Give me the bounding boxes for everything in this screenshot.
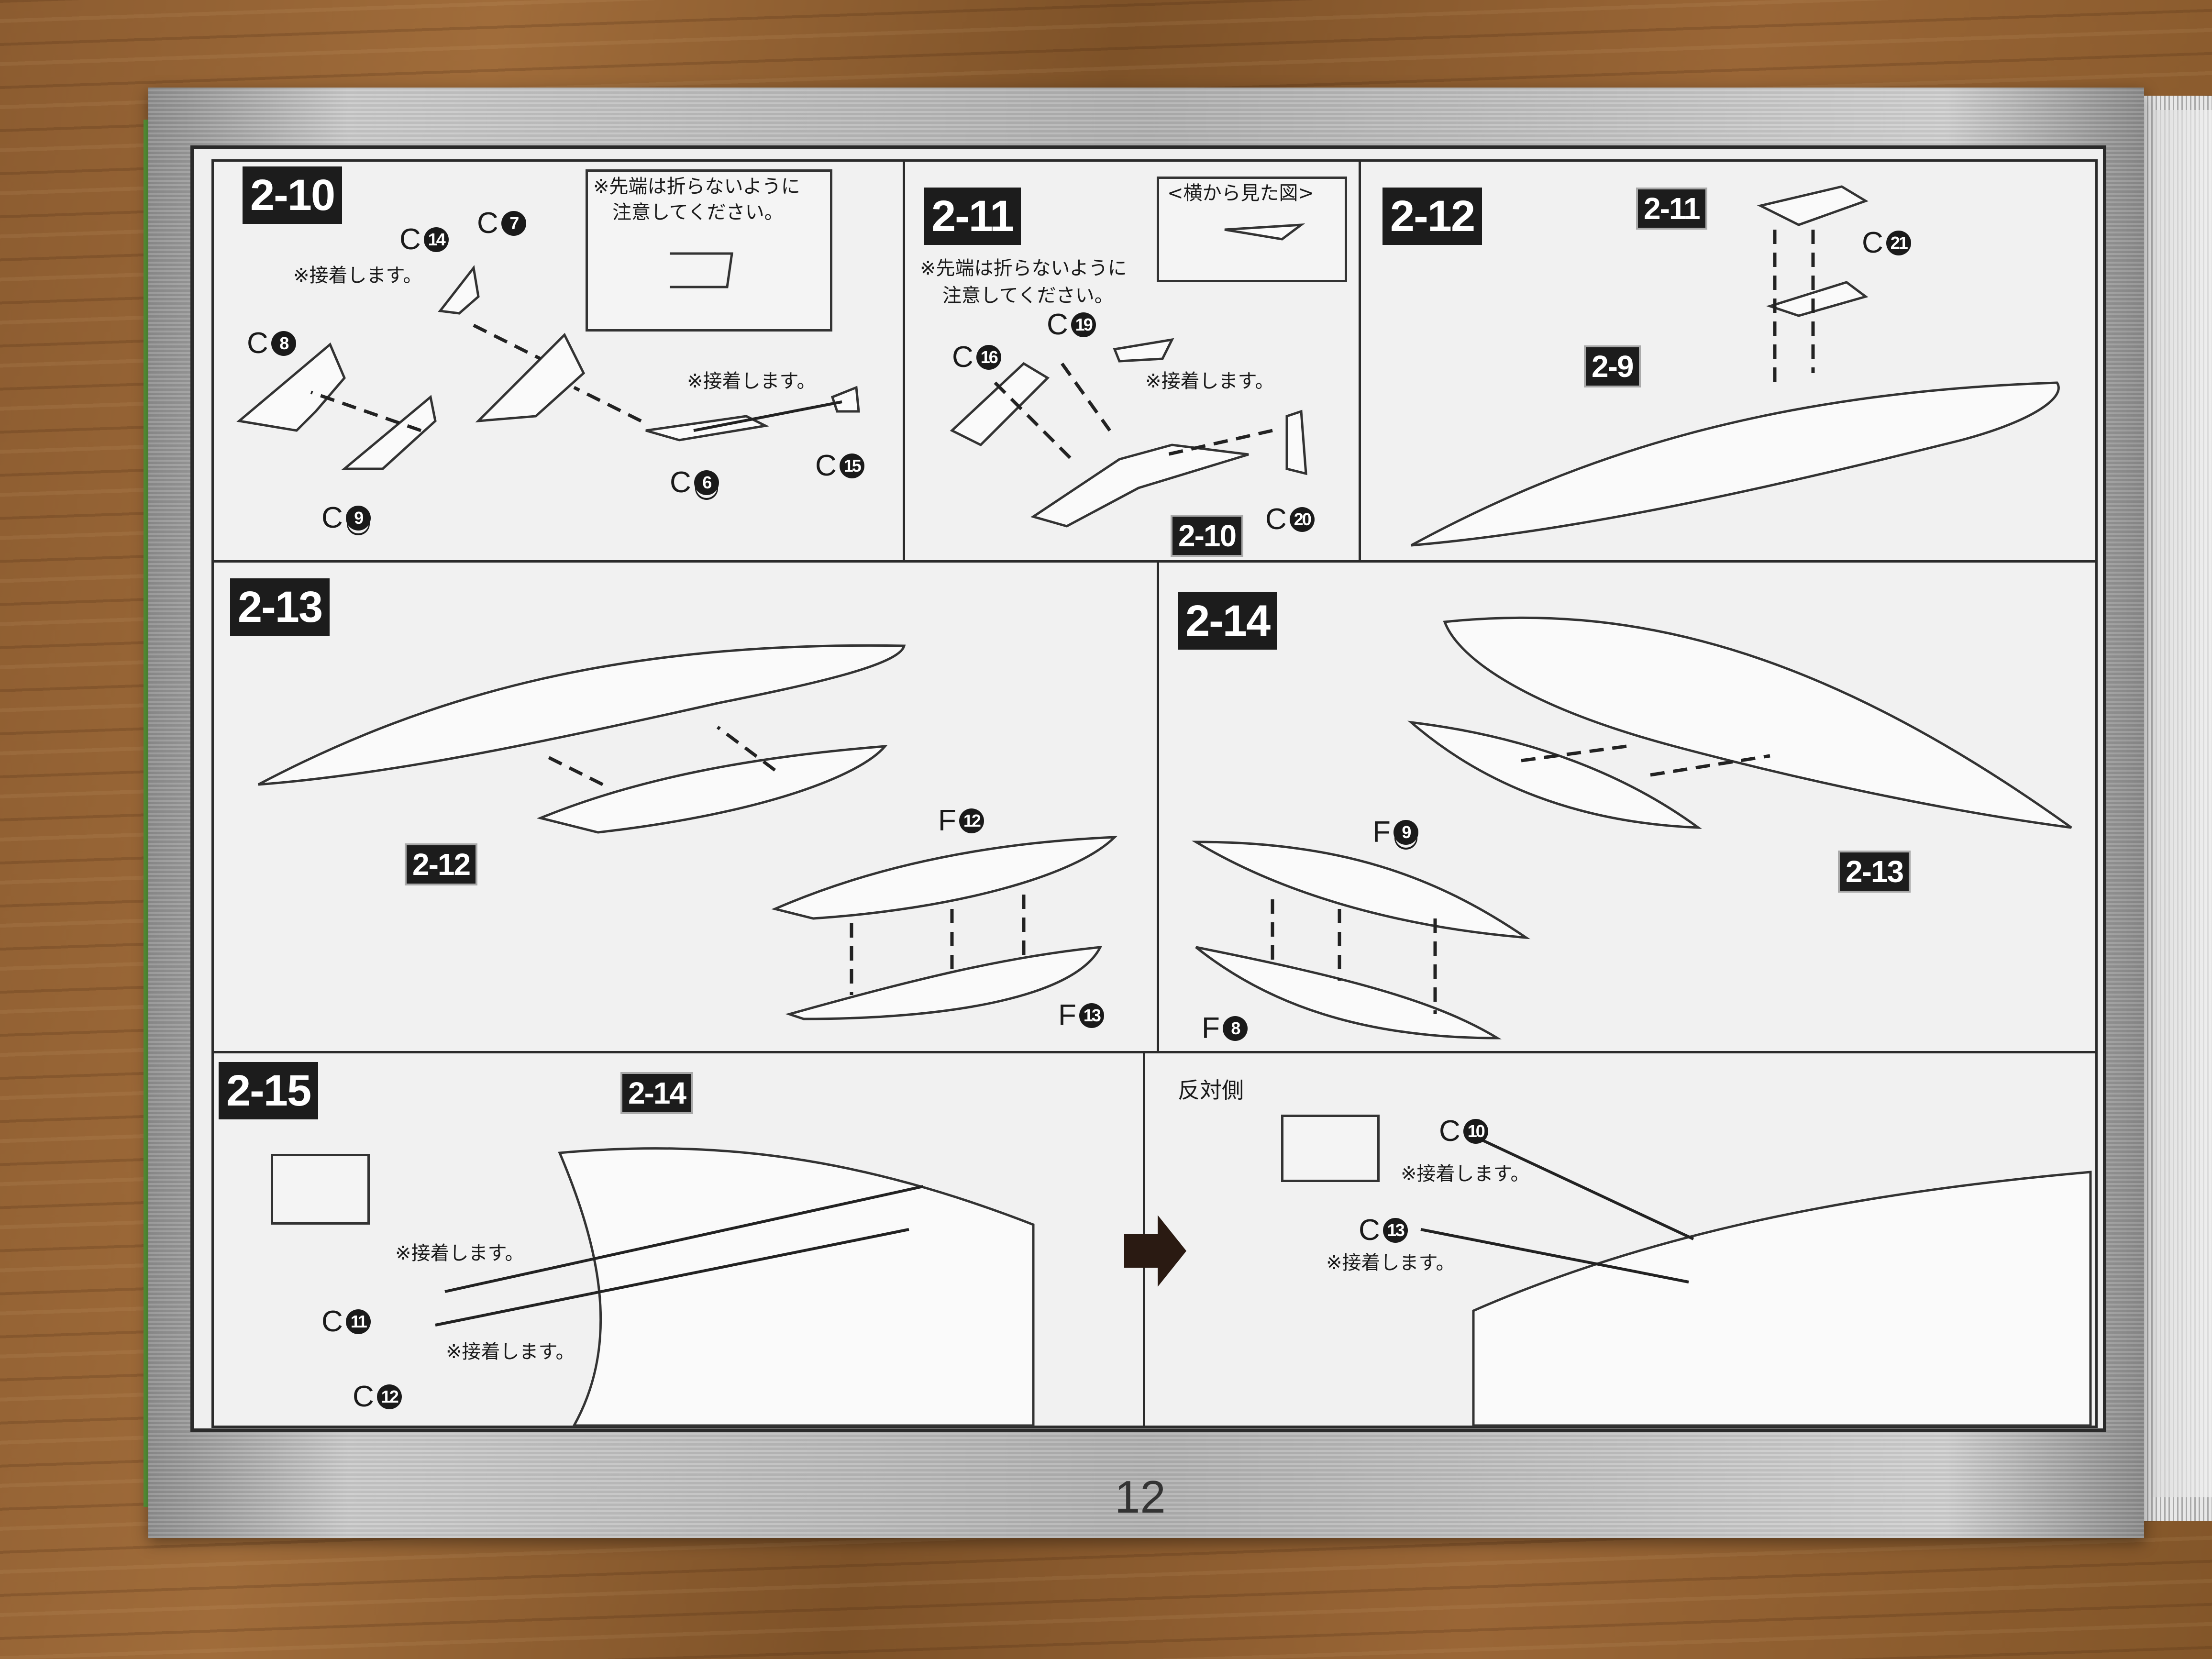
part-number: 6 (694, 470, 719, 495)
part-number: 8 (1222, 1016, 1248, 1041)
part-number: 13 (1382, 1217, 1408, 1243)
side-view-note: <横から見た図> (1167, 182, 1315, 204)
tip-note-line2: 注意してください。 (942, 285, 1114, 307)
panel-step-2-14 (1157, 560, 2098, 1053)
part-letter: C (1359, 1214, 1380, 1247)
part-number: 12 (959, 808, 984, 833)
part-letter: C (1862, 226, 1883, 259)
glue-note: ※接着します。 (395, 1242, 524, 1264)
ref-badge-2-14: 2-14 (620, 1072, 694, 1114)
callout-tip-2-10 (586, 169, 832, 332)
panel-step-2-13 (211, 560, 1159, 1053)
step-badge-2-11: 2-11 (924, 188, 1021, 245)
ref-badge-2-9: 2-9 (1584, 345, 1641, 387)
tip-note-line1: ※先端は折らないように (593, 176, 800, 198)
step-badge-2-15: 2-15 (219, 1062, 319, 1119)
part-number: 9 (1393, 819, 1418, 845)
part-number: 8 (271, 331, 296, 356)
glue-note: ※接着します。 (1326, 1252, 1455, 1274)
tip-note-line1: ※先端は折らないように (920, 257, 1127, 279)
part-letter: C (1047, 308, 1068, 341)
part-letter: C (1265, 503, 1287, 536)
part-letter: C (477, 207, 498, 240)
part-number: 20 (1289, 507, 1315, 532)
part-letter: C (353, 1380, 374, 1413)
page-number: 12 (1115, 1471, 1166, 1523)
callout-detail-opposite (1281, 1115, 1380, 1182)
callout-detail-2-15 (271, 1154, 370, 1225)
part-letter: C (670, 466, 691, 499)
part-letter: F (1202, 1012, 1220, 1045)
part-letter: C (1439, 1115, 1460, 1148)
part-letter: F (938, 804, 956, 837)
step-badge-2-10: 2-10 (243, 166, 343, 224)
glue-note: ※接着します。 (446, 1341, 575, 1363)
part-letter: C (247, 327, 268, 360)
ref-badge-2-11: 2-11 (1636, 188, 1707, 230)
part-number: 14 (423, 227, 449, 252)
part-letter: C (321, 1305, 343, 1338)
part-number: 13 (1079, 1003, 1104, 1028)
glue-note: ※接着します。 (1401, 1163, 1530, 1185)
ref-badge-2-10: 2-10 (1171, 515, 1244, 557)
part-letter: F (1372, 816, 1391, 849)
ref-badge-2-13: 2-13 (1838, 851, 1911, 893)
part-number: 15 (839, 453, 864, 478)
step-badge-2-13: 2-13 (230, 578, 330, 636)
part-letter: C (321, 501, 343, 534)
part-letter: C (399, 223, 421, 256)
opposite-side-label: 反対側 (1178, 1077, 1244, 1103)
part-number: 10 (1463, 1118, 1488, 1144)
tip-note-line2: 注意してください。 (612, 201, 784, 223)
part-number: 16 (976, 344, 1001, 370)
panel-opposite-side (1143, 1051, 2098, 1428)
part-letter: C (815, 449, 837, 482)
part-letter: C (952, 341, 973, 374)
glue-note: ※接着します。 (687, 370, 816, 392)
ref-badge-2-12: 2-12 (405, 843, 478, 885)
part-letter: F (1058, 999, 1076, 1032)
glue-note: ※接着します。 (1145, 370, 1274, 392)
part-number: 21 (1886, 230, 1911, 255)
next-page (2153, 110, 2212, 1497)
step-badge-2-12: 2-12 (1382, 188, 1482, 245)
step-badge-2-14: 2-14 (1178, 592, 1278, 650)
part-number: 9 (345, 505, 371, 531)
part-number: 7 (501, 210, 526, 236)
part-number: 11 (345, 1309, 371, 1334)
part-number: 12 (376, 1384, 402, 1409)
glue-note: ※接着します。 (293, 265, 422, 287)
part-number: 19 (1071, 312, 1096, 337)
